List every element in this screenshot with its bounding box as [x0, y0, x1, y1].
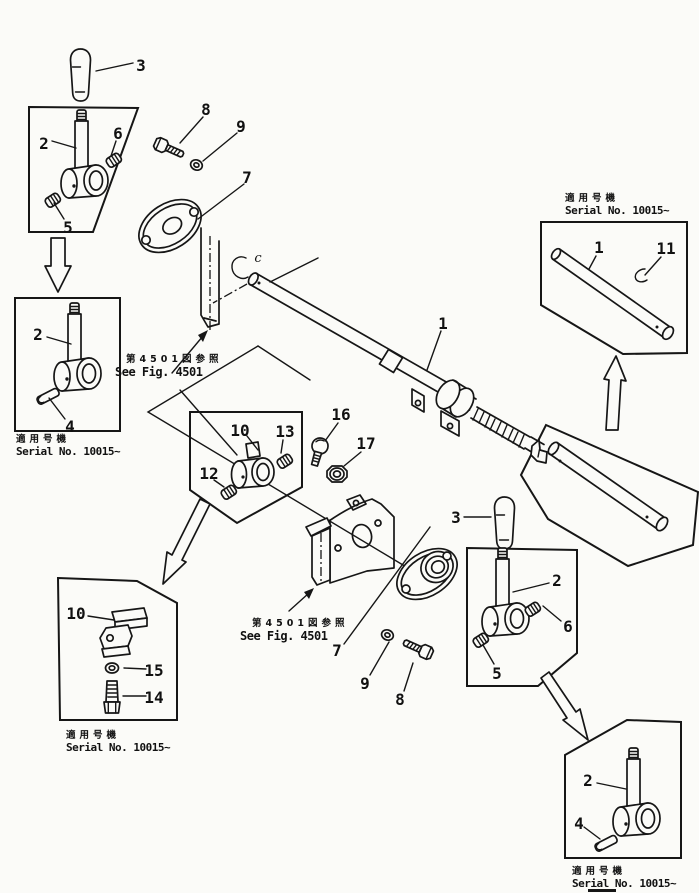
serial-note-left-en: Serial No. 10015~ — [16, 445, 121, 458]
lever-bottom-right — [612, 747, 661, 837]
see-fig-leaders — [171, 330, 314, 612]
nut-17 — [326, 465, 348, 483]
note-texts: 第4501図参照 See Fig. 4501 第4501図参照 See Fig.… — [16, 192, 677, 892]
rod-collar — [378, 348, 404, 374]
inset-boxes — [14, 105, 699, 859]
clip-position-mark: c — [254, 251, 262, 266]
callout-3-low: 3 — [451, 508, 461, 527]
callout-14: 14 — [144, 688, 163, 707]
callout-9-low: 9 — [360, 674, 370, 693]
inset-box-bottom-right — [564, 718, 682, 859]
callout-12: 12 — [199, 464, 218, 483]
lever-left-inset — [53, 302, 102, 392]
see-fig-lower-en: See Fig. 4501 — [240, 629, 328, 643]
bolt-8-top — [151, 135, 187, 162]
pin-4-left — [35, 386, 61, 406]
callout-5-right: 5 — [492, 664, 502, 683]
arrow-up-to-top-right-inset — [603, 355, 627, 431]
flow-arrows — [44, 237, 627, 741]
serial-note-bottom-right-en: Serial No. 10015~ — [572, 877, 677, 890]
springpin-6-top — [104, 151, 124, 170]
callout-8-low: 8 — [395, 690, 405, 709]
knob-top — [69, 48, 92, 102]
part-callouts: 3 2 6 5 8 9 7 2 4 1 11 1 10 13 12 16 17 … — [33, 56, 675, 833]
see-fig-upper-en: See Fig. 4501 — [115, 365, 203, 379]
lever-top-left — [60, 109, 109, 199]
callout-16: 16 — [331, 405, 350, 424]
callout-2-top: 2 — [39, 134, 49, 153]
callout-1-inset: 1 — [594, 238, 604, 257]
washer-9-lower — [379, 627, 396, 643]
callout-4-left: 4 — [65, 417, 75, 436]
callout-9-top: 9 — [236, 117, 246, 136]
callout-11: 11 — [656, 239, 675, 258]
serial-note-top-right-jp: 適用号機 — [565, 192, 619, 204]
rod-spring — [470, 406, 531, 450]
springpin-5-top — [43, 191, 63, 210]
lever-right-mid — [481, 547, 530, 637]
clip-11 — [634, 268, 648, 283]
callout-5-top: 5 — [63, 218, 73, 237]
rod-highlight-outline — [519, 423, 699, 568]
knob-lower — [493, 496, 516, 550]
callout-8-top: 8 — [201, 100, 211, 119]
inset-box-left — [14, 297, 121, 432]
inset-rod-new — [550, 247, 675, 341]
callout-10-mid: 10 — [230, 421, 249, 440]
mount-plate-upper — [200, 227, 220, 330]
inset-box-top-left — [28, 105, 140, 233]
washer-9-top — [188, 157, 205, 173]
inset-box-right-mid — [466, 546, 578, 687]
callout-2-left: 2 — [33, 325, 43, 344]
mount-bracket-center — [305, 494, 395, 586]
bolt-8-lower — [400, 635, 436, 662]
serial-note-bottom-right-jp: 適用号機 — [572, 865, 626, 877]
callout-2-right: 2 — [552, 571, 562, 590]
arrow-to-bottom-left-inset — [162, 498, 211, 585]
callout-7-low: 7 — [332, 641, 342, 660]
serial-note-bottom-left-en: Serial No. 10015~ — [66, 741, 171, 754]
callout-3-top: 3 — [136, 56, 146, 75]
flange-bearing-lower — [396, 547, 458, 601]
springpin-13 — [275, 452, 295, 471]
snap-ring-c — [231, 256, 249, 280]
callout-4-br: 4 — [574, 814, 584, 833]
callout-1-main: 1 — [438, 314, 448, 333]
callout-7-top: 7 — [242, 168, 252, 187]
callout-6-top: 6 — [113, 124, 123, 143]
inset-box-bottom-left — [56, 576, 178, 721]
bolt-16 — [310, 437, 329, 467]
serial-note-left-jp: 適用号機 — [16, 433, 70, 445]
rod-lower-section — [547, 441, 669, 532]
rod-main-assembly — [212, 256, 548, 464]
construction-lines — [146, 257, 409, 569]
callout-2-br: 2 — [583, 771, 593, 790]
boss-10-middle — [230, 441, 275, 489]
see-fig-upper-jp: 第4501図参照 — [126, 353, 222, 365]
page-bottom-mark — [588, 889, 616, 892]
flange-plate-upper — [138, 198, 202, 254]
bolt-14 — [103, 680, 121, 714]
inset-box-top-right — [540, 221, 688, 356]
callout-15: 15 — [144, 661, 163, 680]
callout-13: 13 — [275, 422, 294, 441]
clamp-10-bottom-left — [99, 607, 148, 658]
inset-box-middle — [189, 411, 303, 525]
serial-note-top-right-en: Serial No. 10015~ — [565, 204, 670, 217]
washer-15 — [104, 662, 120, 674]
see-fig-lower-jp: 第4501図参照 — [252, 617, 348, 629]
arrow-down-to-left-inset — [44, 237, 72, 293]
callout-17: 17 — [356, 434, 375, 453]
serial-note-bottom-left-jp: 適用号機 — [66, 729, 120, 741]
callout-6-right: 6 — [563, 617, 573, 636]
callout-10-bl: 10 — [66, 604, 85, 623]
arrow-to-bottom-right-inset — [540, 671, 589, 741]
callout-leader-lines — [46, 62, 662, 840]
